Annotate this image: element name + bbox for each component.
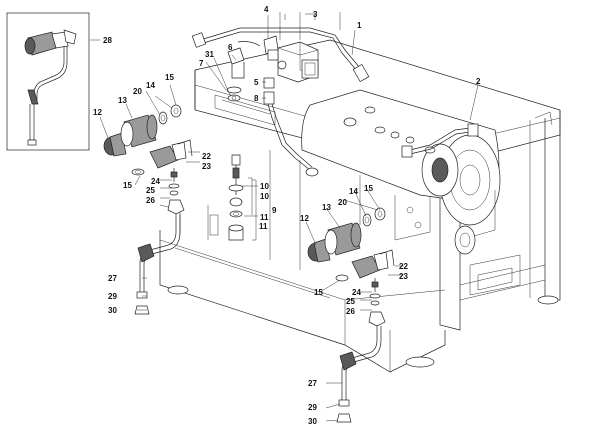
callout-14b: 14 xyxy=(349,187,358,196)
callout-25a: 25 xyxy=(146,186,155,195)
callout-28: 28 xyxy=(103,36,112,45)
callout-3: 3 xyxy=(313,10,318,19)
callout-24b: 24 xyxy=(352,288,361,297)
solenoid-valve xyxy=(277,41,319,83)
callout-12b: 12 xyxy=(300,214,309,223)
callout-30a: 30 xyxy=(108,306,117,315)
callout-26b: 26 xyxy=(346,307,355,316)
callout-2: 2 xyxy=(476,77,481,86)
pipe-assembly-1 xyxy=(191,27,370,83)
left-knob-group xyxy=(103,104,193,215)
callout-29b: 29 xyxy=(308,403,317,412)
callout-1: 1 xyxy=(357,21,362,30)
callout-13a: 13 xyxy=(118,96,127,105)
callout-6: 6 xyxy=(228,43,233,52)
callout-27b: 27 xyxy=(308,379,317,388)
callout-4: 4 xyxy=(264,5,269,14)
callout-14a: 14 xyxy=(146,81,155,90)
callout-11a: 11 xyxy=(260,213,269,222)
callout-23a: 23 xyxy=(202,162,211,171)
right-hose xyxy=(336,326,382,423)
callout-8: 8 xyxy=(254,94,259,103)
callout-30b: 30 xyxy=(308,417,317,425)
inset-detail xyxy=(6,12,90,151)
boiler-tank xyxy=(301,89,501,255)
callout-11b: 11 xyxy=(259,222,268,231)
callout-15a: 15 xyxy=(165,73,174,82)
pipe-assembly-2 xyxy=(401,123,479,158)
callout-29a: 29 xyxy=(108,292,117,301)
callout-20a: 20 xyxy=(133,87,142,96)
callout-22b: 22 xyxy=(399,262,408,271)
left-hose xyxy=(134,214,181,315)
callout-26a: 26 xyxy=(146,196,155,205)
callout-7: 7 xyxy=(199,59,204,68)
callout-15b: 15 xyxy=(123,181,132,190)
callout-10b: 10 xyxy=(260,192,269,201)
callout-22a: 22 xyxy=(202,152,211,161)
callout-9: 9 xyxy=(272,206,277,215)
center-pipe xyxy=(263,77,319,177)
callout-24a: 24 xyxy=(151,177,160,186)
callout-13b: 13 xyxy=(322,203,331,212)
middle-stack xyxy=(228,154,257,241)
callout-15c: 15 xyxy=(364,184,373,193)
callout-labels: 28 1 2 3 4 5 6 7 31 8 9 10 10 11 11 12 1… xyxy=(93,5,481,425)
callout-15d: 15 xyxy=(314,288,323,297)
callout-5: 5 xyxy=(254,78,259,87)
top-fittings xyxy=(226,35,279,102)
callout-20b: 20 xyxy=(338,198,347,207)
right-knob-group xyxy=(307,207,395,327)
leader-lines xyxy=(90,13,479,422)
callout-10a: 10 xyxy=(260,182,269,191)
callout-25b: 25 xyxy=(346,297,355,306)
callout-27a: 27 xyxy=(108,274,117,283)
callout-31: 31 xyxy=(205,50,214,59)
callout-23b: 23 xyxy=(399,272,408,281)
callout-12a: 12 xyxy=(93,108,102,117)
